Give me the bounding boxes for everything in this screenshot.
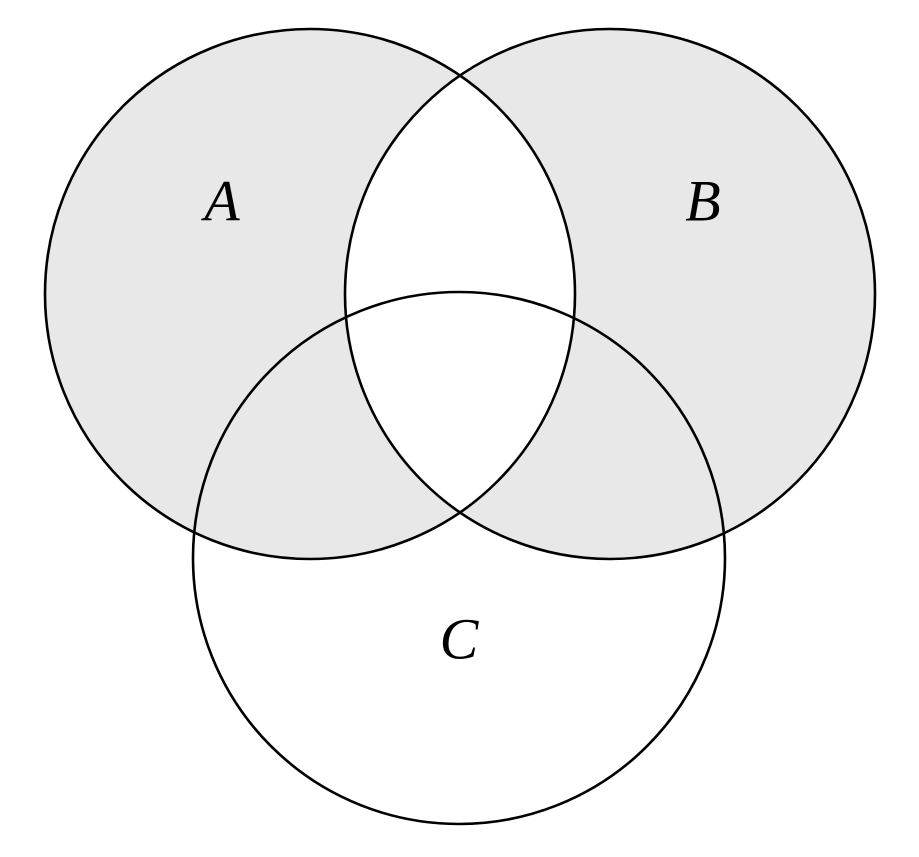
circle-outline-b[interactable] bbox=[343, 27, 877, 561]
set-label-c: C bbox=[440, 606, 480, 671]
circle-outline-c[interactable] bbox=[191, 290, 727, 826]
set-label-b: B bbox=[685, 168, 720, 233]
circle-outline-a[interactable] bbox=[43, 27, 577, 561]
set-label-a: A bbox=[200, 168, 240, 233]
